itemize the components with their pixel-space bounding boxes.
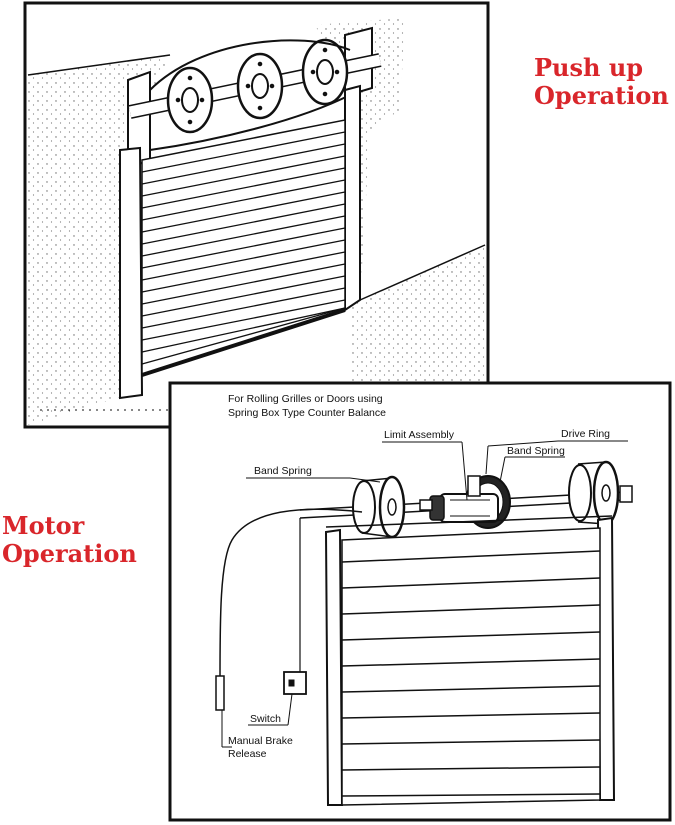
caption-line-2: Spring Box Type Counter Balance [228,407,386,419]
push-up-illustration [23,1,490,429]
left-wall [28,55,170,425]
band-spring-left-label: Band Spring [254,465,312,477]
right-spring-drum [568,460,620,526]
motor-door-curtain [341,527,601,806]
band-spring-right-label: Band Spring [507,445,565,457]
manual-brake-handle [215,675,225,711]
caption-line-1: For Rolling Grilles or Doors using [228,393,383,405]
motor-operation-label: Motor Operation [2,511,137,568]
right-guide [344,84,361,312]
curtain-slats [141,131,346,365]
leader-lines [221,440,628,748]
push-up-operation-label: Push up Operation [534,53,669,110]
push-drum-3 [301,38,349,106]
motor-left-guide [324,528,344,806]
motor-slats [341,550,601,797]
push-drum-2 [236,52,284,120]
motor-illustration: For Rolling Grilles or Doors using Sprin… [168,381,672,822]
switch-label: Switch [250,713,281,725]
switch-box [283,671,307,695]
left-guide [119,146,144,400]
left-spring-drum [352,475,406,539]
limit-assembly-label: Limit Assembly [384,429,455,441]
drive-ring-label: Drive Ring [561,428,610,440]
push-drum-1 [166,66,214,134]
control-cable [219,508,363,679]
manual-brake-label-line-1: Manual Brake [228,735,293,747]
manual-brake-label-line-2: Release [228,748,267,760]
motor-unit [419,475,511,529]
